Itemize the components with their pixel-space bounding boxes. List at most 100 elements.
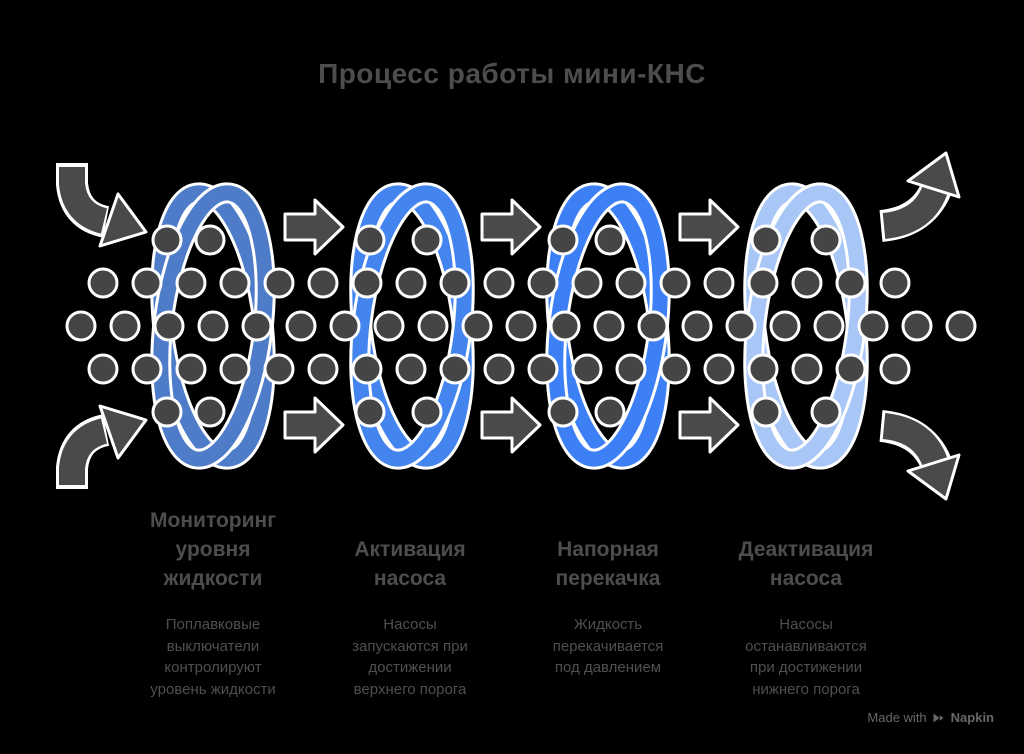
flow-arrow-icon (480, 396, 542, 454)
fluid-dot (219, 267, 251, 299)
fluid-dot (547, 396, 579, 428)
fluid-dot (219, 353, 251, 385)
fluid-dot (483, 267, 515, 299)
inflow-top-arrow-icon (56, 163, 148, 248)
fluid-dot (373, 310, 405, 342)
fluid-dot (153, 310, 185, 342)
stage-description: Насосы запускаются при достижении верхне… (352, 616, 468, 698)
fluid-dot (175, 353, 207, 385)
fluid-dot (131, 267, 163, 299)
fluid-dot (901, 310, 933, 342)
flow-arrow-icon (480, 198, 542, 256)
fluid-dot (659, 267, 691, 299)
fluid-dot (194, 396, 226, 428)
stage-description: Насосы останавливаются при достижении ни… (745, 616, 867, 698)
stage-description: Жидкость перекачивается под давлением (552, 616, 664, 676)
fluid-dot (725, 310, 757, 342)
fluid-dot (594, 396, 626, 428)
fluid-dot (857, 310, 889, 342)
flow-arrow-icon (678, 396, 740, 454)
napkin-logo-icon (933, 712, 945, 723)
stage-title: Напорная перекачка (555, 538, 661, 590)
fluid-dot (439, 267, 471, 299)
fluid-dot (151, 224, 183, 256)
fluid-dot (131, 353, 163, 385)
fluid-dot (791, 353, 823, 385)
fluid-dot (703, 267, 735, 299)
fluid-dot (505, 310, 537, 342)
flow-arrow-icon (678, 198, 740, 256)
fluid-dot (527, 353, 559, 385)
fluid-dot (417, 310, 449, 342)
fluid-dot (549, 310, 581, 342)
fluid-dot (659, 353, 691, 385)
fluid-dot (354, 224, 386, 256)
fluid-dot (813, 310, 845, 342)
fluid-dot (769, 310, 801, 342)
page-title: Процесс работы мини-КНС (318, 58, 706, 89)
fluid-dot (483, 353, 515, 385)
flow-arrow-icon (283, 198, 345, 256)
fluid-dot (615, 353, 647, 385)
fluid-dot (197, 310, 229, 342)
fluid-dot (263, 353, 295, 385)
inflow-bottom-arrow-icon (56, 404, 148, 489)
fluid-dot (810, 396, 842, 428)
made-with-napkin-badge[interactable]: Made with Napkin (867, 710, 994, 725)
stage-title: Активация насоса (354, 538, 466, 590)
fluid-dot (329, 310, 361, 342)
fluid-dot (571, 353, 603, 385)
stage-title: Мониторинг уровня жидкости (150, 509, 276, 590)
fluid-dot (835, 267, 867, 299)
fluid-dot (354, 396, 386, 428)
dots-layer (65, 224, 977, 428)
fluid-dot (747, 267, 779, 299)
fluid-dot (307, 353, 339, 385)
fluid-dot (593, 310, 625, 342)
fluid-dot (285, 310, 317, 342)
fluid-dot (395, 353, 427, 385)
fluid-dot (750, 224, 782, 256)
fluid-dot (263, 267, 295, 299)
fluid-dot (307, 267, 339, 299)
fluid-dot (750, 396, 782, 428)
stage-column: Активация насоса Насосы запускаются при … (305, 505, 515, 700)
outflow-top-arrow-icon (878, 151, 961, 242)
outflow-bottom-arrow-icon (878, 410, 961, 501)
fluid-dot (703, 353, 735, 385)
fluid-dot (791, 267, 823, 299)
fluid-dot (194, 224, 226, 256)
fluid-dot (810, 224, 842, 256)
fluid-dot (747, 353, 779, 385)
fluid-dot (351, 353, 383, 385)
fluid-dot (945, 310, 977, 342)
fluid-dot (151, 396, 183, 428)
stage-title: Деактивация насоса (738, 538, 874, 590)
fluid-dot (351, 267, 383, 299)
fluid-dot (571, 267, 603, 299)
fluid-dot (527, 267, 559, 299)
fluid-dot (879, 267, 911, 299)
fluid-dot (637, 310, 669, 342)
fluid-dot (411, 224, 443, 256)
fluid-dot (87, 267, 119, 299)
stage-column: Деактивация насоса Насосы останавливаютс… (701, 505, 911, 700)
flow-arrow-icon (283, 396, 345, 454)
fluid-dot (109, 310, 141, 342)
fluid-dot (681, 310, 713, 342)
fluid-dot (461, 310, 493, 342)
stage-column: Мониторинг уровня жидкости Поплавковые в… (108, 505, 318, 700)
fluid-dot (411, 396, 443, 428)
stage-description: Поплавковые выключатели контролируют уро… (150, 616, 276, 698)
fluid-dot (547, 224, 579, 256)
badge-made-with-label: Made with (867, 710, 927, 725)
fluid-dot (395, 267, 427, 299)
badge-brand-label: Napkin (950, 710, 994, 725)
fluid-dot (879, 353, 911, 385)
stage-column: Напорная перекачка Жидкость перекачивает… (503, 505, 713, 679)
fluid-dot (241, 310, 273, 342)
fluid-dot (835, 353, 867, 385)
fluid-dot (175, 267, 207, 299)
fluid-dot (87, 353, 119, 385)
